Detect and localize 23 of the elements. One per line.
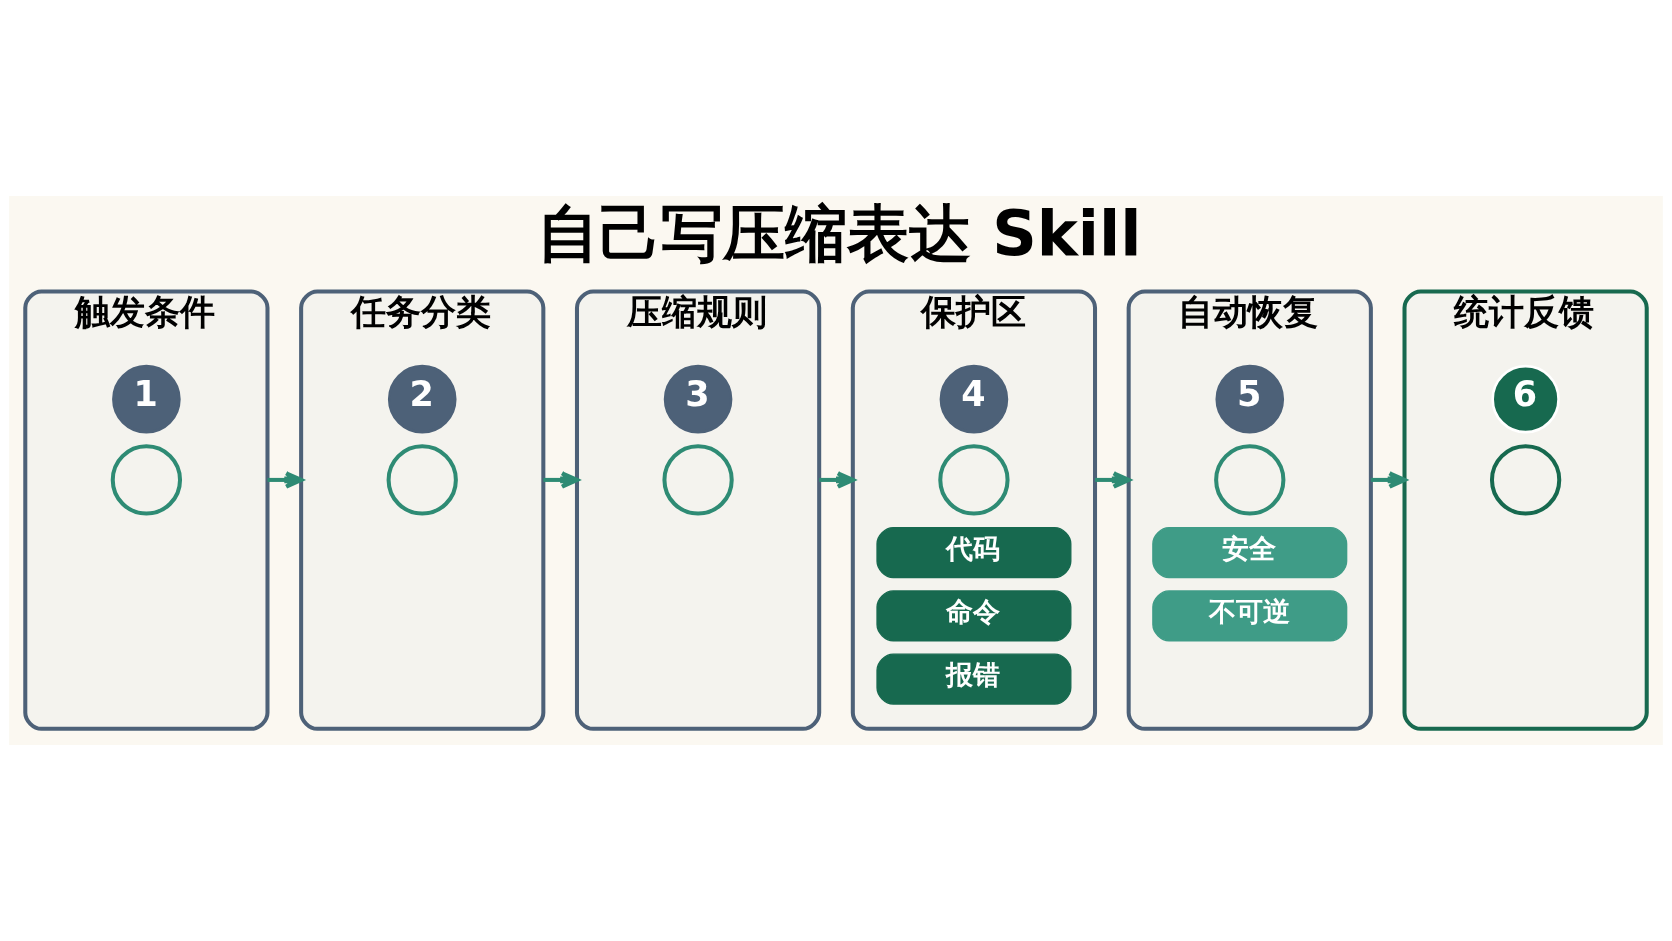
node-circle bbox=[1489, 444, 1562, 516]
node-box: 命令 bbox=[876, 590, 1072, 642]
node-circle bbox=[386, 444, 458, 516]
node-box: 不可逆 bbox=[1152, 590, 1348, 642]
node-circle: 5 bbox=[1215, 364, 1285, 434]
node-circle bbox=[1214, 444, 1286, 516]
node-box: 报错 bbox=[876, 653, 1072, 705]
diagram-title: 自己写压缩表达 Skill bbox=[536, 197, 1142, 270]
node-circle bbox=[662, 444, 734, 516]
arrow bbox=[267, 471, 304, 489]
arrow bbox=[543, 471, 579, 489]
arrow bbox=[819, 471, 855, 489]
node-circle bbox=[110, 444, 183, 516]
node-circle bbox=[938, 444, 1010, 516]
node-box: 安全 bbox=[1152, 527, 1348, 579]
node-circle: 3 bbox=[663, 364, 733, 434]
node-box: 代码 bbox=[876, 527, 1072, 579]
node-circle: 6 bbox=[1491, 364, 1560, 434]
arrow bbox=[1095, 471, 1131, 489]
node-circle: 1 bbox=[112, 364, 181, 434]
arrow bbox=[1370, 471, 1407, 489]
node-circle: 2 bbox=[387, 364, 457, 434]
node-circle: 4 bbox=[939, 364, 1009, 434]
